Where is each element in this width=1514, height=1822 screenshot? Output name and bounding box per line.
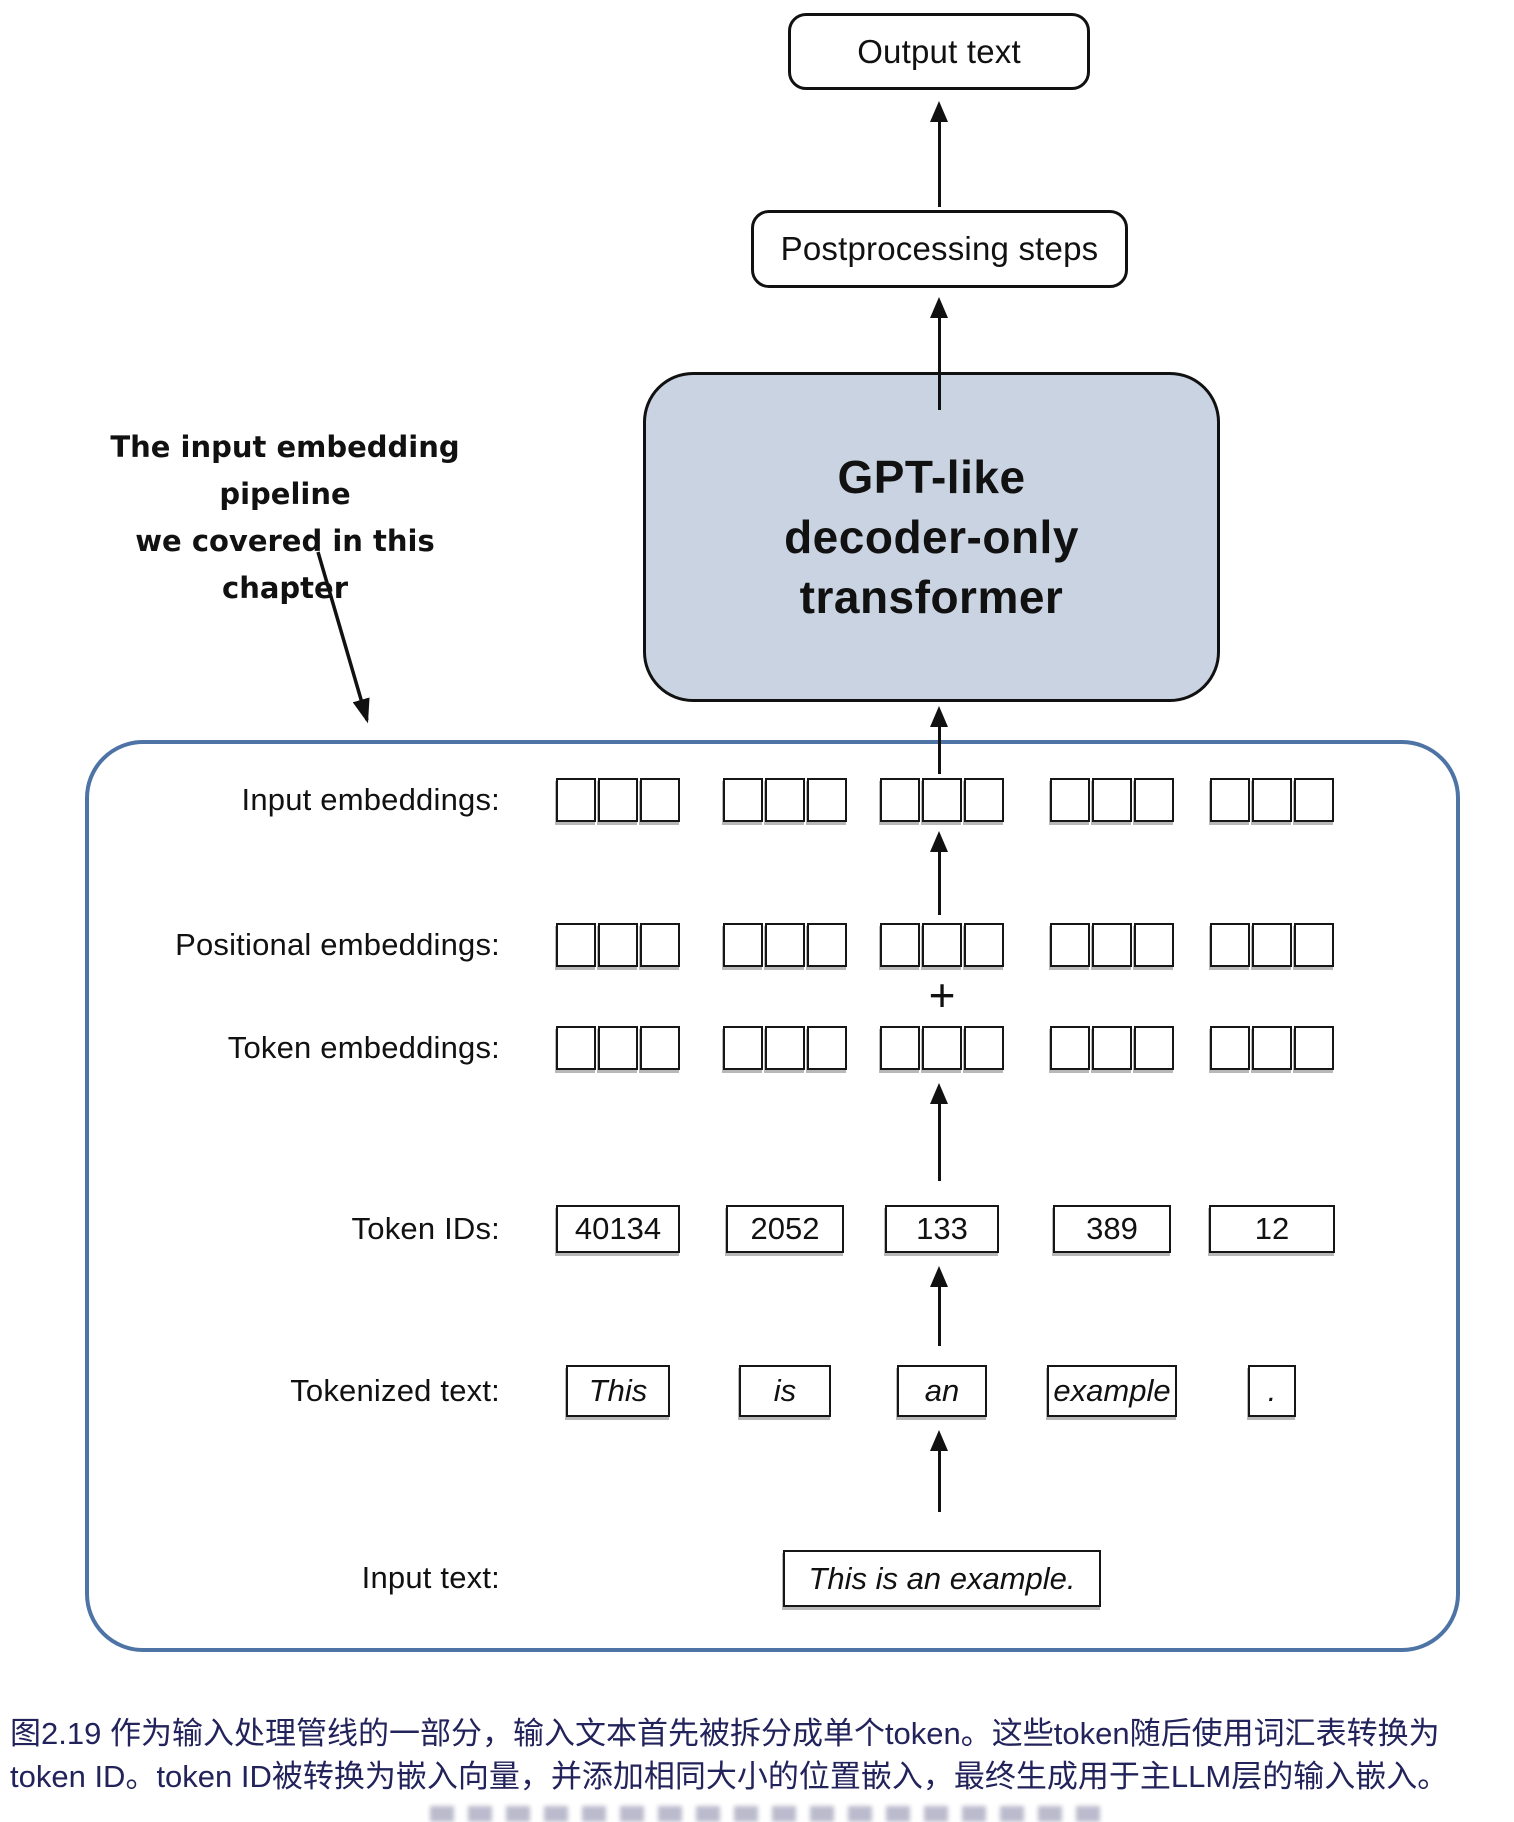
embedding-cell — [922, 1026, 962, 1070]
embedding-vector — [880, 923, 1004, 967]
embedding-vector — [723, 923, 847, 967]
embedding-vector — [880, 1026, 1004, 1070]
embedding-cell — [922, 923, 962, 967]
embedding-cell — [880, 778, 920, 822]
embedding-cell — [1210, 778, 1250, 822]
token-embeddings-label: Token embeddings: — [227, 1030, 500, 1065]
embedding-cell — [1210, 923, 1250, 967]
embedding-cell — [1134, 923, 1174, 967]
pipeline-box — [85, 740, 1460, 1652]
token-id-box: 133 — [885, 1205, 999, 1253]
embedding-vector — [1210, 778, 1334, 822]
embedding-vector — [1050, 923, 1174, 967]
embedding-cell — [598, 1026, 638, 1070]
token-id-box: 40134 — [556, 1205, 680, 1253]
embedding-cell — [880, 1026, 920, 1070]
input-text-box: This is an example. — [783, 1550, 1101, 1607]
token-box: an — [897, 1365, 987, 1417]
embedding-vector — [1050, 1026, 1174, 1070]
embedding-vector — [1210, 923, 1334, 967]
embedding-vector — [556, 923, 680, 967]
embedding-cell — [640, 778, 680, 822]
embedding-cell — [1050, 1026, 1090, 1070]
embedding-cell — [556, 1026, 596, 1070]
embedding-vector — [723, 1026, 847, 1070]
embedding-cell — [922, 778, 962, 822]
embedding-cell — [556, 923, 596, 967]
arrow-postprocessing-to-output — [930, 101, 948, 207]
embedding-cell — [964, 1026, 1004, 1070]
embedding-vector — [1210, 1026, 1334, 1070]
embedding-cell — [1134, 778, 1174, 822]
token-ids-label: Token IDs: — [351, 1211, 500, 1246]
embedding-vector — [556, 778, 680, 822]
token-box: This — [566, 1365, 670, 1417]
embedding-cell — [880, 923, 920, 967]
token-id-box: 2052 — [726, 1205, 844, 1253]
annotation-text: The input embedding pipeline we covered … — [70, 424, 500, 612]
embedding-vector — [723, 778, 847, 822]
embedding-cell — [640, 923, 680, 967]
token-box: is — [739, 1365, 831, 1417]
embedding-cell — [964, 923, 1004, 967]
embedding-cell — [1092, 923, 1132, 967]
arrow-ids-to-token-embeddings — [930, 1083, 948, 1181]
gpt-box-line: decoder-only — [784, 511, 1079, 563]
postprocessing-box: Postprocessing steps — [751, 210, 1128, 288]
embedding-cell — [598, 923, 638, 967]
embedding-cell — [1252, 923, 1292, 967]
embedding-cell — [1294, 778, 1334, 822]
embedding-cell — [1210, 1026, 1250, 1070]
embedding-vector — [556, 1026, 680, 1070]
arrow-tokenized-to-ids — [930, 1266, 948, 1346]
embedding-cell — [598, 778, 638, 822]
embedding-cell — [1252, 778, 1292, 822]
token-id-box: 389 — [1053, 1205, 1171, 1253]
embedding-cell — [1050, 778, 1090, 822]
input-text-label: Input text: — [361, 1560, 500, 1595]
token-box: example — [1047, 1365, 1177, 1417]
embedding-cell — [807, 1026, 847, 1070]
caption-line1: 图2.19 作为输入处理管线的一部分，输入文本首先被拆分成单个token。这些t… — [10, 1716, 1440, 1751]
embedding-cell — [1092, 778, 1132, 822]
plus-sign: + — [928, 969, 956, 1021]
arrow-pipeline-to-gpt — [930, 706, 948, 774]
token-box: . — [1248, 1365, 1296, 1417]
embedding-cell — [556, 778, 596, 822]
embedding-cell — [765, 923, 805, 967]
positional-embeddings-label: Positional embeddings: — [175, 927, 500, 962]
tokenized-text-label: Tokenized text: — [290, 1373, 500, 1408]
embedding-cell — [765, 1026, 805, 1070]
caption-line2: token ID。token ID被转换为嵌入向量，并添加相同大小的位置嵌入，最… — [10, 1759, 1449, 1794]
embedding-cell — [1092, 1026, 1132, 1070]
embedding-cell — [807, 778, 847, 822]
embedding-cell — [723, 778, 763, 822]
gpt-box-line: transformer — [799, 571, 1064, 623]
embedding-cell — [765, 778, 805, 822]
annotation-line2: we covered in this chapter — [135, 524, 435, 605]
embedding-cell — [723, 923, 763, 967]
arrow-gpt-to-postprocessing — [930, 297, 948, 410]
output-text-box: Output text — [788, 13, 1090, 90]
token-id-box: 12 — [1209, 1205, 1335, 1253]
annotation-line1: The input embedding pipeline — [110, 430, 460, 511]
embedding-vector — [880, 778, 1004, 822]
embedding-cell — [964, 778, 1004, 822]
embedding-cell — [1134, 1026, 1174, 1070]
embedding-cell — [1050, 923, 1090, 967]
embedding-cell — [807, 923, 847, 967]
arrow-positional-to-input-embeddings — [930, 831, 948, 915]
gpt-transformer-box: GPT-like decoder-only transformer — [643, 372, 1220, 702]
gpt-box-line: GPT-like — [837, 451, 1026, 503]
embedding-cell — [1294, 923, 1334, 967]
embedding-cell — [723, 1026, 763, 1070]
embedding-vector — [1050, 778, 1174, 822]
input-embeddings-label: Input embeddings: — [241, 782, 500, 817]
caption-line3-clipped — [430, 1806, 1110, 1822]
annotation-arrow — [316, 551, 370, 724]
embedding-cell — [1294, 1026, 1334, 1070]
embedding-cell — [1252, 1026, 1292, 1070]
arrow-input-to-tokenized — [930, 1430, 948, 1512]
embedding-cell — [640, 1026, 680, 1070]
